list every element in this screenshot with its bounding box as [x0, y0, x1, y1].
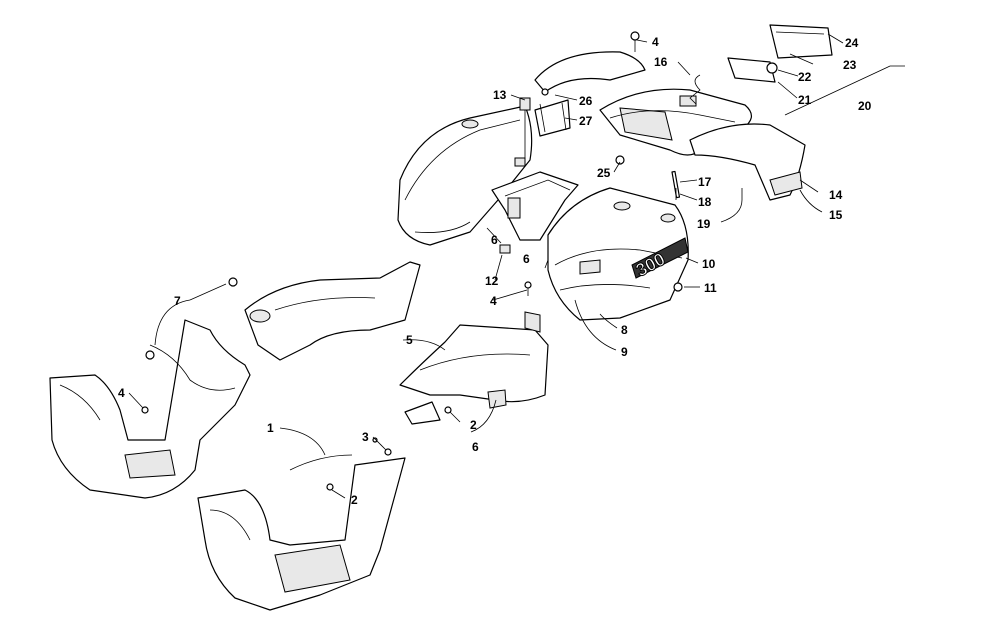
callout-20: 20 [858, 99, 872, 113]
rear-fender [534, 51, 806, 201]
callout-2: 2 [351, 493, 358, 507]
footwell-left [49, 319, 251, 499]
hardware [141, 31, 743, 491]
callout-11: 11 [704, 281, 717, 295]
front-fender-left [397, 105, 533, 246]
callout-4: 4 [652, 35, 659, 49]
callout-21: 21 [798, 93, 812, 107]
callout-2: 2 [470, 418, 477, 432]
callout-4: 4 [118, 386, 125, 400]
callout-5: 5 [406, 333, 413, 347]
callout-6: 6 [491, 233, 498, 247]
taillight-assembly [689, 24, 905, 116]
footwell-right [197, 454, 406, 611]
callout-27: 27 [579, 114, 593, 128]
mounting-bracket [534, 88, 571, 137]
callout-18: 18 [698, 195, 712, 209]
callout-23: 23 [843, 58, 857, 72]
callout-4: 4 [490, 294, 497, 308]
callout-24: 24 [845, 36, 859, 50]
callout-16: 16 [654, 55, 668, 69]
callout-9: 9 [621, 345, 628, 359]
callout-13: 13 [493, 88, 507, 102]
callout-10: 10 [702, 257, 716, 271]
callout-25: 25 [597, 166, 611, 180]
callout-14: 14 [829, 188, 843, 202]
front-fender-right: 300 [547, 187, 689, 321]
callout-15: 15 [829, 208, 843, 222]
callout-26: 26 [579, 94, 593, 108]
callout-3: 3 [362, 430, 369, 444]
callout-19: 19 [697, 217, 711, 231]
callout-labels: 1 2 2 3 4 4 4 5 6 6 6 7 8 9 10 11 12 13 … [118, 35, 872, 507]
callout-7: 7 [174, 294, 181, 308]
callout-6: 6 [472, 440, 479, 454]
leader-lines [128, 33, 844, 499]
center-bracket [491, 171, 579, 241]
callout-22: 22 [798, 70, 812, 84]
side-panel-left [244, 261, 421, 361]
side-panel-right [399, 311, 549, 425]
callout-6: 6 [523, 252, 530, 266]
callout-17: 17 [698, 175, 712, 189]
callout-1: 1 [267, 421, 274, 435]
callout-8: 8 [621, 323, 628, 337]
callout-12: 12 [485, 274, 499, 288]
